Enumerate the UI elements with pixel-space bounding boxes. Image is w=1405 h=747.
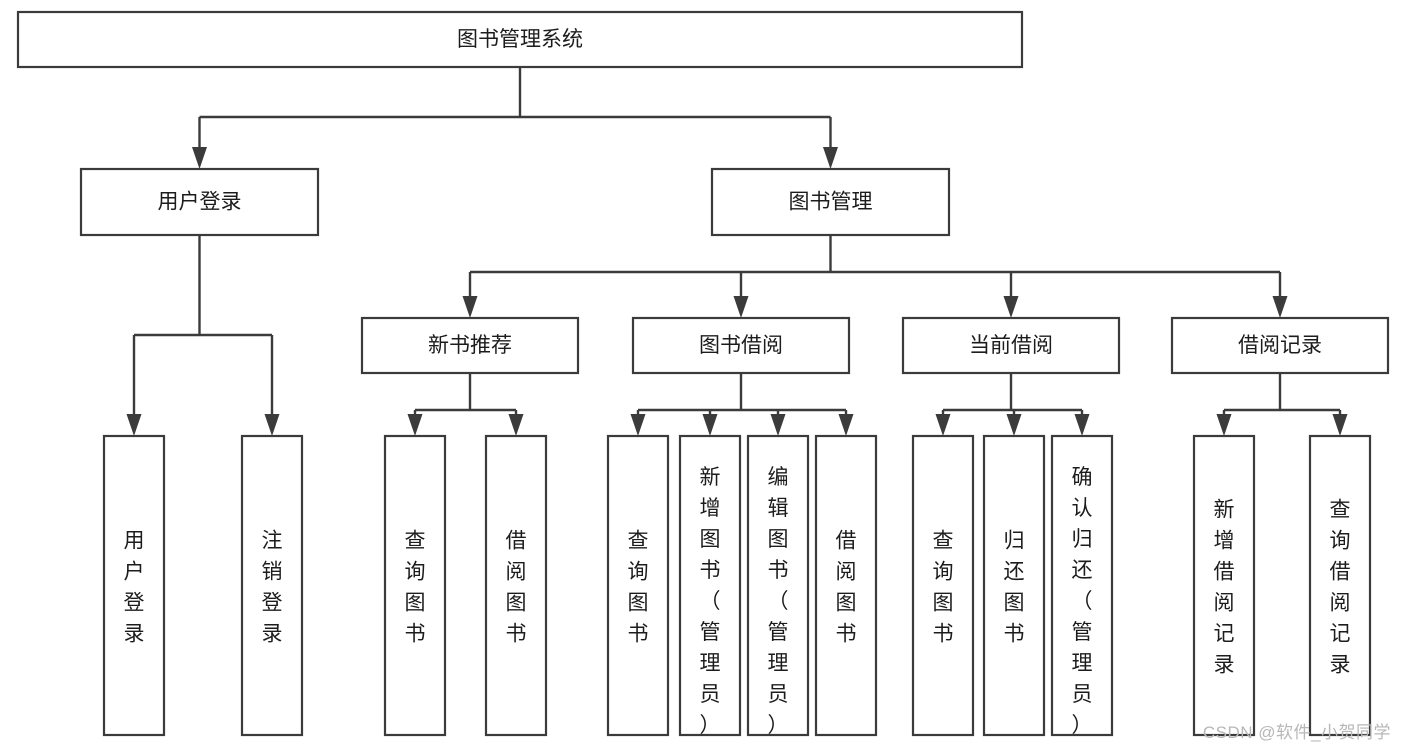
- arrow-head-icon: [838, 414, 854, 436]
- node-box: [814, 434, 878, 737]
- node-box: [360, 316, 580, 375]
- node-label: 当前借阅: [969, 334, 1053, 357]
- node-leaf-query-book-2[interactable]: 查询图书: [606, 434, 670, 737]
- node-label: 用户登录: [158, 191, 242, 214]
- arrow-head-icon: [508, 414, 524, 436]
- nodes-layer: 图书管理系统用户登录图书管理新书推荐图书借阅当前借阅借阅记录用户登录注销登录查询…: [16, 10, 1390, 737]
- node-box: [16, 10, 1024, 69]
- node-box: [606, 434, 670, 737]
- node-label: 查询图书: [405, 530, 426, 646]
- node-label: 注销登录: [262, 530, 283, 646]
- node-leaf-query-book-3[interactable]: 查询图书: [911, 434, 975, 737]
- node-label: 借阅记录: [1238, 334, 1322, 357]
- node-box: [911, 434, 975, 737]
- node-box: [79, 167, 320, 237]
- node-book-borrow[interactable]: 图书借阅: [631, 316, 851, 375]
- node-leaf-return-book[interactable]: 归还图书: [982, 434, 1046, 737]
- watermark: CSDN @软件_小贺同学: [1202, 723, 1391, 742]
- node-label: 借阅图书: [836, 530, 857, 646]
- arrow-head-icon: [462, 296, 478, 318]
- node-leaf-query-record[interactable]: 查询借阅记录: [1308, 434, 1372, 737]
- node-borrow-record[interactable]: 借阅记录: [1170, 316, 1390, 375]
- node-label: 新书推荐: [428, 334, 512, 357]
- arrow-head-icon: [1272, 296, 1288, 318]
- node-label: 查询借阅记录: [1330, 499, 1351, 677]
- node-book-manage[interactable]: 图书管理: [710, 167, 951, 237]
- node-label: 图书借阅: [699, 334, 783, 357]
- arrow-head-icon: [733, 296, 749, 318]
- edges-layer: [126, 67, 1348, 436]
- node-new-book-recommend[interactable]: 新书推荐: [360, 316, 580, 375]
- arrow-head-icon: [823, 147, 838, 169]
- node-leaf-edit-book[interactable]: 编辑图书（管理员）: [746, 434, 810, 737]
- arrow-head-icon: [1216, 414, 1232, 436]
- arrow-head-icon: [192, 147, 207, 169]
- node-box: [383, 434, 447, 737]
- node-leaf-borrow-book-1[interactable]: 借阅图书: [484, 434, 548, 737]
- arrow-head-icon: [1003, 296, 1019, 318]
- node-box: [746, 434, 810, 737]
- node-label: 归还图书: [1004, 530, 1025, 646]
- node-box: [240, 434, 304, 737]
- node-box: [102, 434, 166, 737]
- node-box: [678, 434, 742, 737]
- arrow-head-icon: [935, 414, 951, 436]
- node-leaf-add-book[interactable]: 新增图书（管理员）: [678, 434, 742, 737]
- node-label: 查询图书: [933, 530, 954, 646]
- node-leaf-add-record[interactable]: 新增借阅记录: [1192, 434, 1256, 737]
- node-box: [1050, 434, 1114, 737]
- node-label: 编辑图书（管理员）: [768, 466, 789, 737]
- arrow-head-icon: [1006, 414, 1022, 436]
- arrow-head-icon: [702, 414, 718, 436]
- node-box: [1170, 316, 1390, 375]
- node-box: [710, 167, 951, 237]
- arrow-head-icon: [1332, 414, 1348, 436]
- arrow-head-icon: [630, 414, 646, 436]
- node-root[interactable]: 图书管理系统: [16, 10, 1024, 69]
- node-box: [631, 316, 851, 375]
- node-label: 用户登录: [124, 530, 145, 646]
- node-label: 新增借阅记录: [1214, 499, 1235, 677]
- arrow-head-icon: [770, 414, 786, 436]
- node-leaf-borrow-book-2[interactable]: 借阅图书: [814, 434, 878, 737]
- node-current-borrow[interactable]: 当前借阅: [901, 316, 1121, 375]
- arrow-head-icon: [126, 414, 142, 436]
- node-label: 确认归还（管理员）: [1072, 466, 1093, 737]
- node-leaf-user-login[interactable]: 用户登录: [102, 434, 166, 737]
- node-leaf-query-book-1[interactable]: 查询图书: [383, 434, 447, 737]
- node-label: 查询图书: [628, 530, 649, 646]
- node-label: 借阅图书: [506, 530, 527, 646]
- node-box: [982, 434, 1046, 737]
- arrow-head-icon: [407, 414, 423, 436]
- node-box: [1308, 434, 1372, 737]
- node-user-login[interactable]: 用户登录: [79, 167, 320, 237]
- node-label: 新增图书（管理员）: [700, 466, 721, 737]
- node-box: [484, 434, 548, 737]
- node-label: 图书管理系统: [457, 28, 583, 51]
- node-box: [901, 316, 1121, 375]
- node-label: 图书管理: [789, 191, 873, 214]
- arrow-head-icon: [264, 414, 280, 436]
- arrow-head-icon: [1074, 414, 1090, 436]
- node-leaf-logout[interactable]: 注销登录: [240, 434, 304, 737]
- node-leaf-confirm-return[interactable]: 确认归还（管理员）: [1050, 434, 1114, 737]
- node-box: [1192, 434, 1256, 737]
